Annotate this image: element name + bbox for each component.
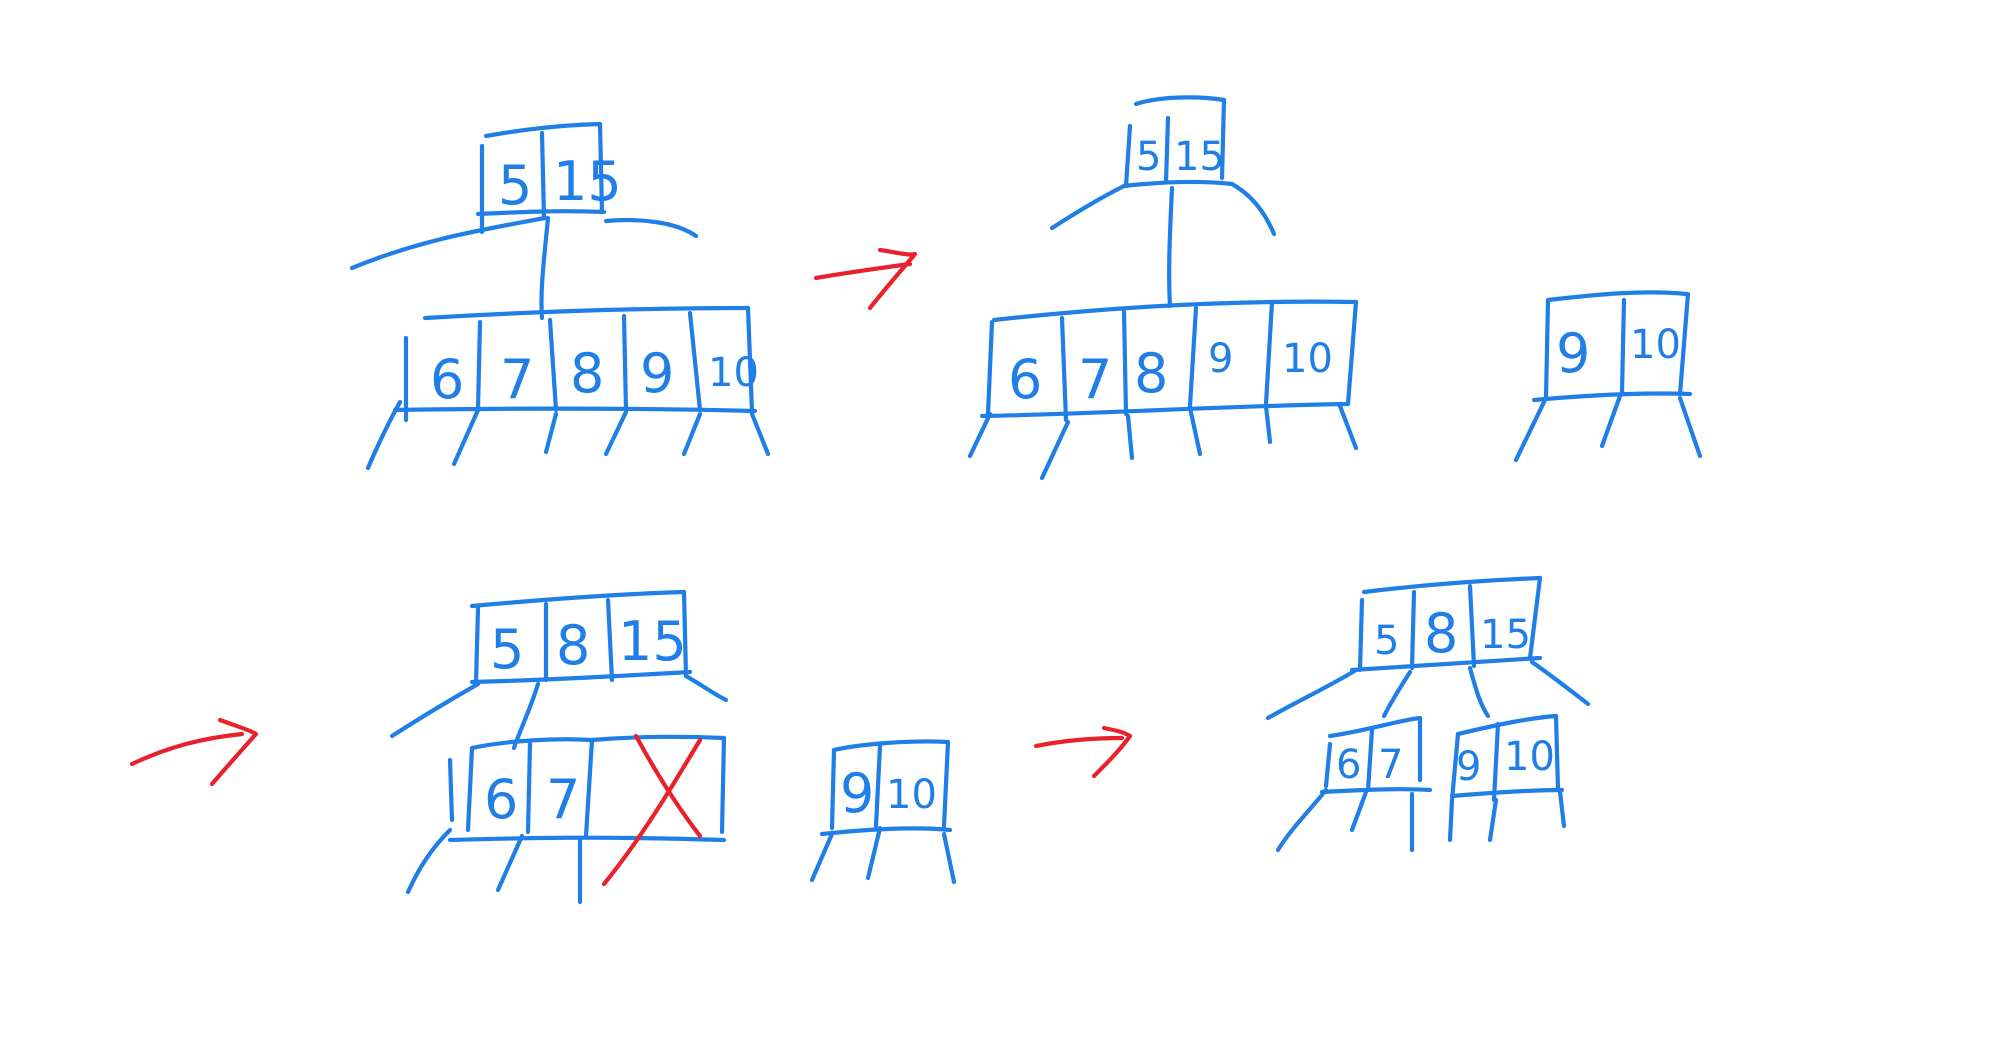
stage-3-right-node: 9 10	[809, 739, 957, 885]
stage-4-root-key: 8	[1424, 602, 1458, 665]
stage-4-root-pointers	[1265, 659, 1591, 721]
stage-2-root-pointers	[1049, 181, 1277, 309]
stage-1-root-node: 5 15	[475, 121, 622, 235]
stage-2-tree: 5 15 6 7 8 9 10	[967, 95, 1703, 481]
stage-1-leaf-key: 9	[640, 342, 674, 405]
stage-3-root-key: 5	[490, 618, 524, 681]
stage-2-leaf-pointers	[967, 403, 1359, 481]
stage-4-left-key: 6	[1336, 742, 1361, 788]
stage-3-left-pointers	[405, 827, 583, 905]
stage-2-leaf-key: 9	[1208, 336, 1233, 382]
stage-3-right-key: 9	[840, 762, 874, 825]
stage-4-left-node: 6 7	[1275, 715, 1433, 853]
stage-2-leaf-key: 10	[1282, 336, 1333, 382]
stage-2-leaf-key: 7	[1078, 348, 1112, 411]
transition-arrow-3	[1033, 725, 1133, 779]
stage-2-leaf-key: 8	[1134, 342, 1168, 405]
stage-2-split-key: 10	[1630, 322, 1681, 368]
stage-2-leaf-key: 6	[1008, 348, 1042, 411]
stage-3-root-key: 8	[556, 614, 590, 677]
transition-arrow-2	[129, 717, 259, 787]
stage-4-root-key: 5	[1374, 618, 1399, 664]
stage-2-split-node: 9 10	[1513, 290, 1703, 463]
stage-1-tree: 5 15 6 7 8 9 10	[349, 121, 771, 471]
stage-3-left-key: 6	[484, 768, 518, 831]
stage-3-right-key: 10	[886, 772, 937, 818]
stage-3-left-key: 7	[546, 768, 580, 831]
stage-3-left-node: 6 7	[447, 737, 727, 843]
stage-4-right-key: 10	[1504, 734, 1555, 780]
stage-1-leaf-node: 6 7 8 9 10	[392, 305, 759, 423]
stage-3-deleted-slot	[589, 733, 727, 887]
stage-2-root-node: 5 15	[1121, 95, 1235, 189]
stage-1-leaf-pointers	[365, 399, 771, 471]
stage-4-tree: 5 8 15 6 7 9 10	[1265, 575, 1591, 853]
stage-1-root-key: 5	[498, 154, 532, 217]
stage-4-root-node: 5 8 15	[1349, 575, 1543, 673]
stage-3-root-key: 15	[618, 610, 687, 673]
stage-2-leaf-node: 6 7 8 9 10	[979, 299, 1359, 423]
stage-1-root-key: 15	[553, 150, 622, 213]
stage-4-root-key: 15	[1480, 612, 1531, 658]
stage-1-leaf-key: 7	[500, 348, 534, 411]
stage-4-right-key: 9	[1456, 744, 1481, 790]
stage-1-leaf-key: 10	[708, 350, 759, 396]
transition-arrow-1	[813, 247, 918, 311]
stage-1-leaf-key: 8	[570, 342, 604, 405]
stage-1-root-pointers	[349, 215, 699, 321]
stage-4-left-key: 7	[1378, 742, 1403, 788]
stage-2-split-key: 9	[1556, 322, 1590, 385]
delete-cross-mark	[633, 733, 703, 839]
stage-3-tree: 5 8 15 6 7	[389, 589, 957, 905]
stage-1-leaf-key: 6	[430, 348, 464, 411]
stage-4-right-node: 9 10	[1447, 713, 1567, 843]
stage-3-root-node: 5 8 15	[469, 589, 693, 687]
stage-2-root-key: 5	[1136, 134, 1161, 180]
stage-2-root-key: 15	[1174, 134, 1225, 180]
